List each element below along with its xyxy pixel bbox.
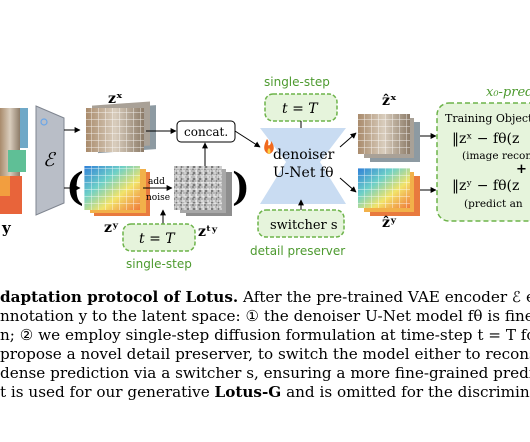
denoiser-line1: denoiser (273, 147, 335, 163)
loss-y: ‖zʸ − fθ(z (452, 178, 519, 194)
image-recon-label: (image recon (462, 150, 530, 162)
caption-line-4: propose a novel detail preserver, to swi… (0, 345, 530, 363)
zx-label: zˣ (108, 91, 123, 107)
input-annotation-y (0, 176, 22, 214)
x0-pred-label: x₀-pred (486, 85, 530, 100)
output-zy-hat (358, 168, 420, 216)
noise-label: noise (146, 193, 170, 203)
top-timestep-box (264, 93, 338, 122)
zy-hat-label: ẑʸ (382, 215, 397, 231)
caption-title: daptation protocol of Lotus. (0, 288, 239, 306)
output-zx-hat (358, 114, 420, 162)
detail-preserver-label: detail preserver (250, 244, 345, 258)
encoder-symbol: ℰ (43, 149, 57, 171)
training-objective-title: Training Objective (445, 112, 530, 125)
caption-line-2: nnotation y to the latent space: ① the d… (0, 307, 530, 325)
figure-caption: daptation protocol of Lotus. After the p… (0, 288, 530, 402)
caption-line-6-a: t is used for our generative (0, 383, 215, 401)
predict-an-label: (predict an (464, 198, 523, 210)
loss-x: ‖zˣ − fθ(z (452, 131, 519, 147)
fire-icon (264, 139, 274, 154)
add-noise-label: add noise (146, 177, 170, 203)
vae-encoder (35, 105, 65, 216)
denoiser-line2: U-Net fθ (273, 165, 334, 181)
lock-icon (40, 118, 48, 126)
switcher-box (257, 209, 345, 238)
concat-label: concat. (184, 125, 228, 139)
zyt-label: zᵗʸ (198, 224, 218, 240)
switcher-label: switcher s (270, 218, 338, 233)
denoiser-unet (260, 128, 346, 204)
latent-zy (84, 166, 150, 216)
training-objective-box (436, 102, 530, 222)
left-timestep-label: t = T (139, 231, 176, 247)
latent-zyt-noisy (174, 166, 232, 216)
lotus-diagram: y ℰ zˣ ( ) zʸ add noise zᵗʸ t = T singl (0, 75, 530, 271)
caption-line-6-c: and is omitted for the discriminative (286, 383, 530, 401)
y-label: y (1, 219, 12, 237)
latent-zx (86, 101, 156, 154)
top-timestep-label: t = T (282, 101, 319, 117)
left-timestep-box (122, 223, 196, 252)
caption-line-1-rest: After the pre-trained VAE encoder ℰ enco (238, 288, 530, 306)
left-single-step-label: single-step (126, 257, 192, 271)
zx-hat-label: ẑˣ (382, 93, 397, 109)
plus-sign: + (516, 162, 527, 177)
paren-open: ( (66, 164, 84, 209)
input-image-x (0, 108, 28, 176)
add-label: add (148, 177, 165, 187)
caption-line-3: n; ② we employ single-step diffusion for… (0, 326, 530, 344)
paren-close: ) (232, 164, 250, 209)
caption-line-6: t is used for our generative Lotus-G and… (0, 383, 530, 402)
lotus-g-label: Lotus-G (214, 383, 282, 401)
top-single-step-label: single-step (264, 75, 330, 89)
zy-label: zʸ (104, 220, 119, 236)
caption-line-5: dense prediction via a switcher s, ensur… (0, 364, 530, 382)
caption-line-1: daptation protocol of Lotus. After the p… (0, 288, 530, 307)
